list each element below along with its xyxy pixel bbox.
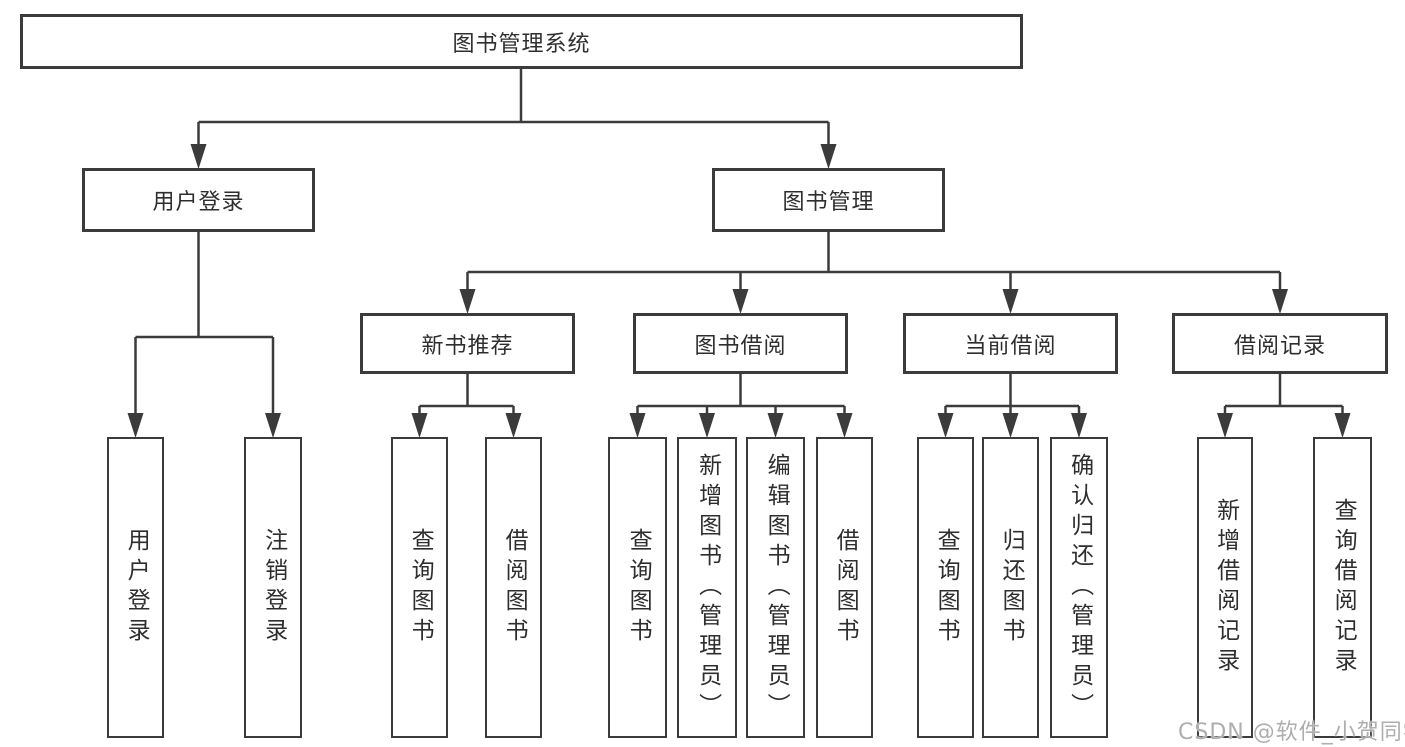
leaf-query-books-recommend: 查询图书 (391, 437, 448, 738)
leaf-label: 用户登录 (123, 527, 150, 648)
leaf-borrow-books: 借阅图书 (816, 437, 873, 738)
leaf-label: 新增借阅记录 (1212, 497, 1239, 678)
leaf-add-books-admin: 新增图书（管理员） (677, 437, 737, 738)
node-book-borrow: 图书借阅 (633, 313, 848, 374)
node-user-login-branch: 用户登录 (82, 168, 315, 232)
leaf-label: 确认归还（管理员） (1066, 452, 1093, 723)
node-new-book-recommend: 新书推荐 (360, 313, 575, 374)
leaf-label: 新增图书（管理员） (694, 452, 721, 723)
leaf-label: 借阅图书 (501, 527, 528, 648)
leaf-user-login: 用户登录 (107, 437, 164, 738)
node-label: 借阅记录 (1233, 333, 1326, 359)
leaf-query-books-current: 查询图书 (917, 437, 974, 738)
node-label: 图书借阅 (694, 333, 787, 359)
leaf-query-borrow-record: 查询借阅记录 (1313, 437, 1372, 738)
leaf-query-books-borrow: 查询图书 (608, 437, 667, 738)
leaf-label: 查询图书 (407, 527, 434, 648)
leaf-logout: 注销登录 (244, 437, 302, 738)
leaf-label: 归还图书 (998, 527, 1025, 648)
node-label: 当前借阅 (964, 333, 1057, 359)
leaf-label: 编辑图书（管理员） (763, 452, 790, 723)
node-label: 图书管理系统 (452, 31, 591, 57)
leaf-add-borrow-record: 新增借阅记录 (1197, 437, 1253, 738)
leaf-confirm-return-admin: 确认归还（管理员） (1050, 437, 1108, 738)
node-current-borrow: 当前借阅 (903, 313, 1118, 374)
leaf-label: 查询借阅记录 (1330, 497, 1357, 678)
leaf-label: 查询图书 (625, 527, 652, 648)
node-label: 新书推荐 (421, 333, 514, 359)
leaf-edit-books-admin: 编辑图书（管理员） (746, 437, 805, 738)
leaf-label: 注销登录 (260, 527, 287, 648)
node-label: 用户登录 (152, 190, 245, 215)
node-borrow-record: 借阅记录 (1172, 313, 1388, 374)
node-book-management-branch: 图书管理 (712, 168, 945, 232)
leaf-borrow-books-recommend: 借阅图书 (485, 437, 542, 738)
node-root-library-system: 图书管理系统 (20, 14, 1023, 69)
leaf-return-books: 归还图书 (982, 437, 1039, 738)
csdn-watermark: CSDN @软件_小贺同学 (1178, 720, 1405, 745)
node-label: 图书管理 (782, 190, 875, 215)
leaf-label: 借阅图书 (832, 527, 859, 648)
leaf-label: 查询图书 (933, 527, 960, 648)
